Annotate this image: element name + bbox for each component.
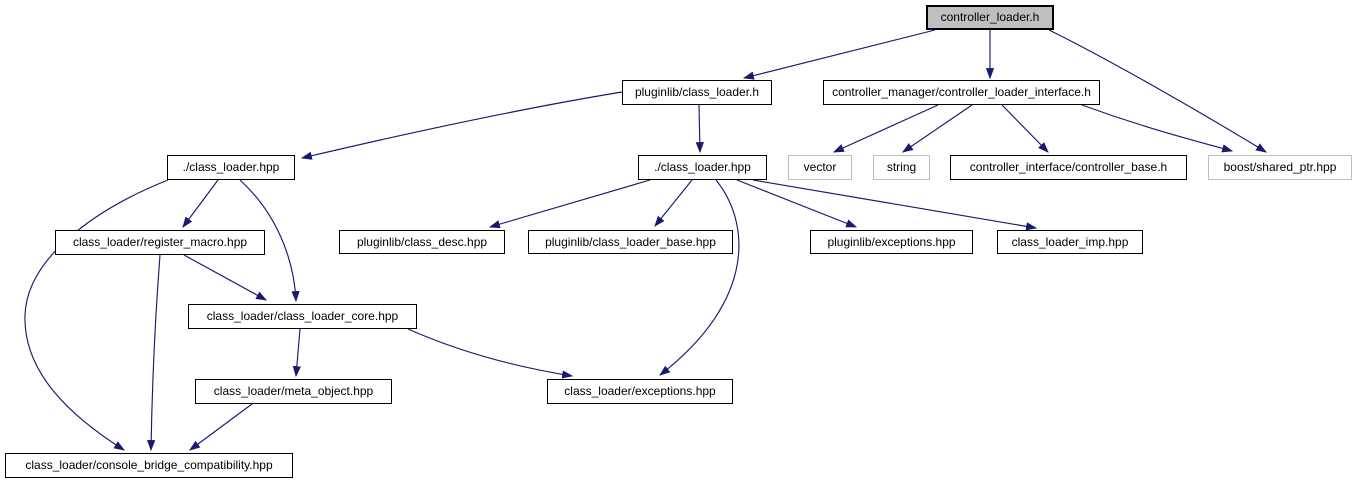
node-register_macro_hpp[interactable]: class_loader/register_macro.hpp — [55, 230, 265, 255]
node-class_loader_imp_hpp[interactable]: class_loader_imp.hpp — [997, 230, 1143, 254]
edge-pluginlib_class_loader_h-class_loader_hpp_mid — [695, 104, 704, 154]
node-controller_loader_interface_h[interactable]: controller_manager/controller_loader_int… — [823, 80, 1100, 105]
node-class_loader_core_hpp[interactable]: class_loader/class_loader_core.hpp — [188, 304, 417, 329]
edge-class_loader_hpp_left-register_macro_hpp — [182, 179, 219, 228]
edge-class_loader_hpp_mid-class_loader_imp_hpp — [752, 179, 1038, 231]
edge-class_loader_hpp_mid-class_loader_base_hpp — [654, 179, 693, 227]
edge-controller_loader_interface_h-string — [902, 104, 973, 153]
edge-class_loader_hpp_mid-class_loader_exceptions_hpp — [659, 179, 740, 376]
edge-register_macro_hpp-console_bridge_hpp — [147, 254, 161, 452]
edge-controller_loader_h-boost_shared_ptr_hpp — [1048, 29, 1267, 153]
node-meta_object_hpp[interactable]: class_loader/meta_object.hpp — [195, 379, 392, 404]
edge-class_loader_hpp_left-class_loader_core_hpp — [239, 179, 300, 303]
node-pluginlib_class_loader_h[interactable]: pluginlib/class_loader.h — [622, 80, 772, 105]
node-controller_base_h[interactable]: controller_interface/controller_base.h — [950, 155, 1187, 180]
node-class_loader_hpp_left[interactable]: ./class_loader.hpp — [167, 155, 295, 180]
edge-register_macro_hpp-class_loader_core_hpp — [183, 254, 268, 301]
node-console_bridge_hpp[interactable]: class_loader/console_bridge_compatibilit… — [5, 453, 293, 478]
node-class_desc_hpp[interactable]: pluginlib/class_desc.hpp — [339, 230, 505, 254]
edge-class_loader_hpp_left-console_bridge_hpp — [24, 179, 169, 451]
node-pluginlib_exceptions_hpp[interactable]: pluginlib/exceptions.hpp — [810, 230, 973, 254]
node-class_loader_hpp_mid[interactable]: ./class_loader.hpp — [638, 155, 767, 180]
node-class_loader_exceptions_hpp[interactable]: class_loader/exceptions.hpp — [547, 379, 733, 404]
node-class_loader_base_hpp[interactable]: pluginlib/class_loader_base.hpp — [528, 230, 733, 254]
node-string[interactable]: string — [873, 155, 930, 180]
edge-controller_loader_h-pluginlib_class_loader_h — [742, 29, 936, 80]
edge-class_loader_core_hpp-meta_object_hpp — [292, 328, 301, 378]
edge-controller_loader_interface_h-boost_shared_ptr_hpp — [1081, 104, 1234, 153]
node-vector[interactable]: vector — [788, 155, 852, 180]
edge-controller_loader_interface_h-controller_base_h — [1001, 104, 1049, 153]
edge-class_loader_core_hpp-class_loader_exceptions_hpp — [407, 328, 574, 379]
node-controller_loader_h[interactable]: controller_loader.h — [926, 5, 1054, 30]
node-boost_shared_ptr_hpp[interactable]: boost/shared_ptr.hpp — [1208, 155, 1352, 180]
edge-class_loader_hpp_mid-class_desc_hpp — [488, 179, 651, 229]
edge-class_loader_hpp_mid-pluginlib_exceptions_hpp — [736, 179, 858, 228]
edge-pluginlib_class_loader_h-class_loader_hpp_left — [300, 91, 623, 160]
edge-controller_loader_interface_h-vector — [832, 104, 939, 153]
edge-meta_object_hpp-console_bridge_hpp — [189, 403, 253, 451]
